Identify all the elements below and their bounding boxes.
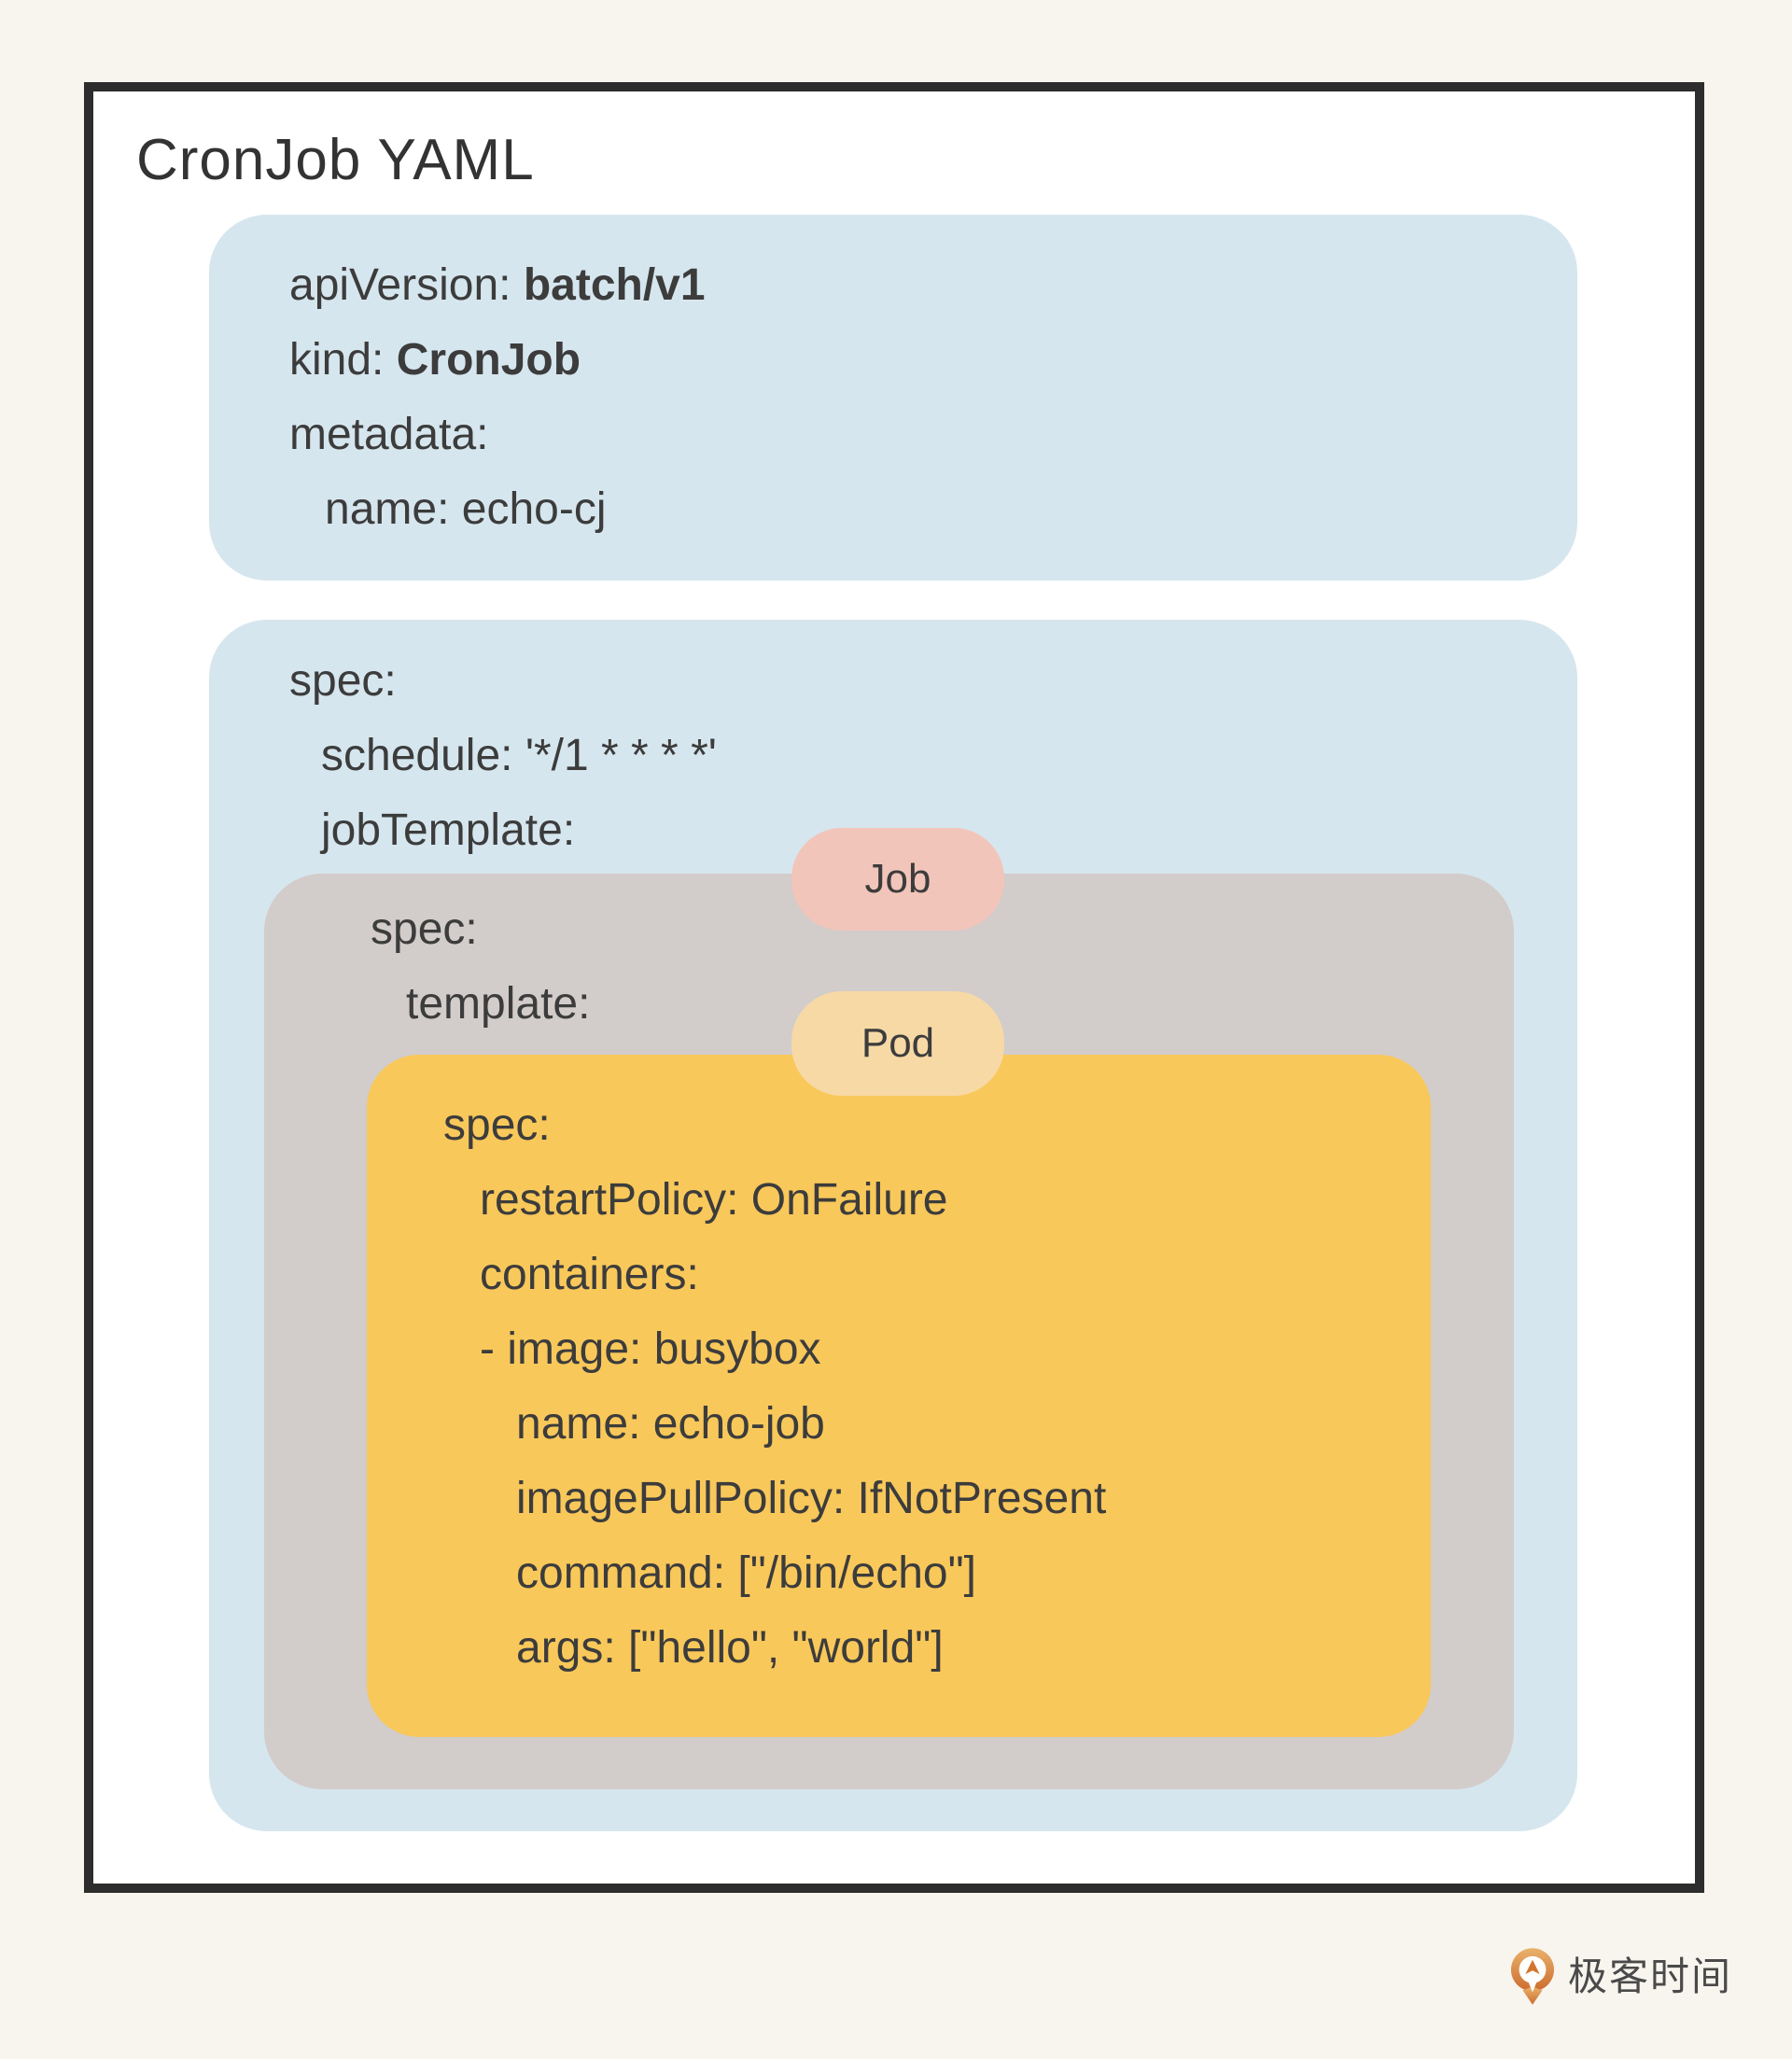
yaml-line: template: bbox=[406, 979, 591, 1029]
yaml-line: containers: bbox=[480, 1250, 699, 1299]
brand-name: 极客时间 bbox=[1568, 1954, 1733, 1998]
yaml-line: spec: bbox=[289, 656, 397, 706]
cronjob-spec-lines: spec: schedule: '*/1 * * * *' jobTemplate: bbox=[209, 620, 1577, 868]
pod-badge-label: Pod bbox=[861, 1020, 935, 1066]
pod-badge: Pod bbox=[791, 991, 1004, 1096]
cronjob-metadata-lines: apiVersion: batch/v1 kind: CronJob metadat… bbox=[209, 215, 1577, 547]
yaml-line: - image: busybox bbox=[480, 1324, 821, 1374]
yaml-line: apiVersion: batch/v1 bbox=[289, 260, 706, 310]
yaml-line: spec: bbox=[371, 904, 478, 954]
brand-logo: 极客时间 bbox=[1510, 1947, 1732, 2007]
job-box: spec: template: spec: restartPolicy: OnFai… bbox=[264, 874, 1514, 1789]
yaml-line: spec: bbox=[443, 1100, 551, 1150]
cronjob-metadata-box: apiVersion: batch/v1 kind: CronJob metadat… bbox=[209, 215, 1577, 581]
yaml-line: kind: CronJob bbox=[289, 335, 581, 385]
diagram-title: CronJob YAML bbox=[136, 128, 535, 192]
job-spec-lines: spec: template: bbox=[264, 874, 1514, 1042]
yaml-line: name: echo-cj bbox=[325, 484, 607, 534]
cronjob-spec-box: spec: schedule: '*/1 * * * *' jobTemplate:… bbox=[209, 620, 1577, 1831]
yaml-line: jobTemplate: bbox=[321, 805, 576, 855]
pod-spec-lines: spec: restartPolicy: OnFailure containers:… bbox=[367, 1055, 1431, 1686]
diagram-frame: CronJob YAML apiVersion: batch/v1 kind: C… bbox=[84, 82, 1704, 1893]
yaml-line: schedule: '*/1 * * * *' bbox=[321, 731, 717, 780]
yaml-line: imagePullPolicy: IfNotPresent bbox=[516, 1474, 1107, 1523]
yaml-line: restartPolicy: OnFailure bbox=[480, 1175, 948, 1225]
geektime-logo-icon bbox=[1510, 1948, 1555, 2005]
yaml-line: name: echo-job bbox=[516, 1399, 825, 1449]
job-badge: Job bbox=[791, 828, 1004, 931]
pod-box: spec: restartPolicy: OnFailure containers:… bbox=[367, 1055, 1431, 1737]
yaml-line: command: ["/bin/echo"] bbox=[516, 1548, 976, 1598]
yaml-line: metadata: bbox=[289, 410, 489, 459]
job-badge-label: Job bbox=[864, 856, 931, 902]
yaml-line: args: ["hello", "world"] bbox=[516, 1623, 944, 1673]
